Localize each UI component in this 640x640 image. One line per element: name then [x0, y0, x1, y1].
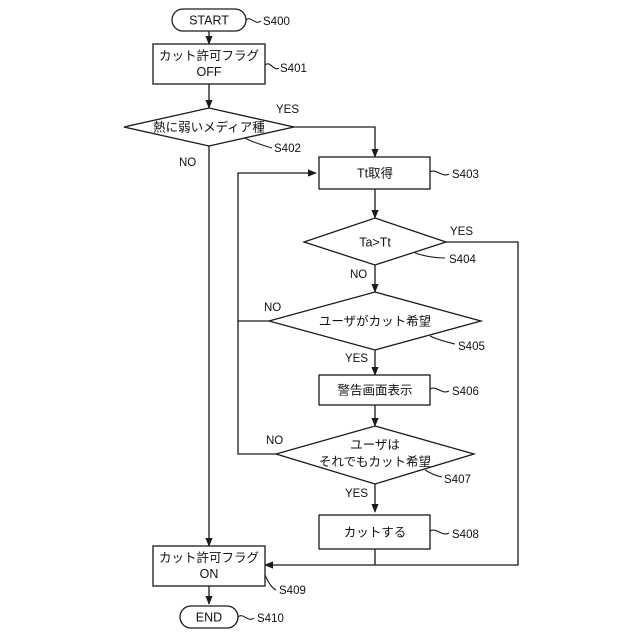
s408-leader — [430, 530, 449, 534]
s405-label: ユーザがカット希望 — [319, 314, 431, 329]
s406-node: 警告画面表示 S406 — [319, 375, 479, 405]
s405-no: NO — [264, 302, 281, 314]
s402-yes: YES — [276, 104, 299, 116]
s406-label: 警告画面表示 — [337, 383, 412, 398]
s407-node: ユーザは それでもカット希望 NO YES S407 — [266, 426, 474, 500]
s406-leader — [430, 388, 449, 392]
s404-no: NO — [350, 269, 367, 281]
s401-line1: カット許可フラグ — [159, 49, 259, 63]
start-leader — [246, 19, 261, 23]
s403-label: Tt取得 — [357, 166, 393, 181]
s407-yes: YES — [345, 488, 368, 500]
s405-yes: YES — [345, 353, 368, 365]
s409-line2: ON — [200, 567, 219, 581]
arrow-s402-yes — [294, 127, 375, 157]
step-s400: S400 — [263, 16, 290, 28]
s401-leader — [265, 64, 279, 69]
s403-node: Tt取得 S403 — [319, 157, 479, 189]
arrow-s405-no-loop — [238, 173, 316, 321]
s402-leader — [245, 138, 272, 148]
s407-no: NO — [266, 435, 283, 447]
s402-node: 熱に弱いメディア種 YES NO S402 — [124, 104, 301, 169]
end-label: END — [196, 611, 222, 625]
s408-label: カットする — [344, 526, 407, 540]
step-s408: S408 — [452, 529, 479, 541]
step-s405: S405 — [458, 341, 485, 353]
s403-leader — [430, 171, 449, 175]
end-leader — [238, 616, 254, 620]
s402-label: 熱に弱いメディア種 — [153, 120, 265, 135]
s409-leader — [265, 575, 276, 590]
start-label: START — [189, 14, 229, 28]
step-s401: S401 — [280, 63, 307, 75]
s409-node: カット許可フラグ ON S409 — [153, 546, 306, 597]
s402-no: NO — [179, 157, 196, 169]
s407-line1: ユーザは — [350, 438, 400, 452]
s404-yes: YES — [450, 226, 473, 238]
s409-line1: カット許可フラグ — [159, 551, 259, 565]
s405-leader — [430, 336, 455, 344]
step-s407: S407 — [444, 474, 471, 486]
s401-node: カット許可フラグ OFF S401 — [153, 44, 307, 84]
step-s406: S406 — [452, 386, 479, 398]
s404-node: Ta>Tt YES NO S404 — [304, 218, 476, 281]
s401-line2: OFF — [197, 65, 222, 79]
s404-label: Ta>Tt — [359, 236, 391, 250]
step-s403: S403 — [452, 169, 479, 181]
start-node: START S400 — [172, 9, 290, 31]
end-node: END S410 — [180, 606, 284, 628]
s407-line2: それでもカット希望 — [319, 454, 431, 469]
s404-leader — [415, 253, 445, 258]
step-s402: S402 — [274, 143, 301, 155]
step-s410: S410 — [257, 613, 284, 625]
s407-leader — [425, 470, 442, 477]
step-s409: S409 — [279, 585, 306, 597]
s408-node: カットする S408 — [319, 515, 479, 549]
step-s404: S404 — [449, 254, 476, 266]
